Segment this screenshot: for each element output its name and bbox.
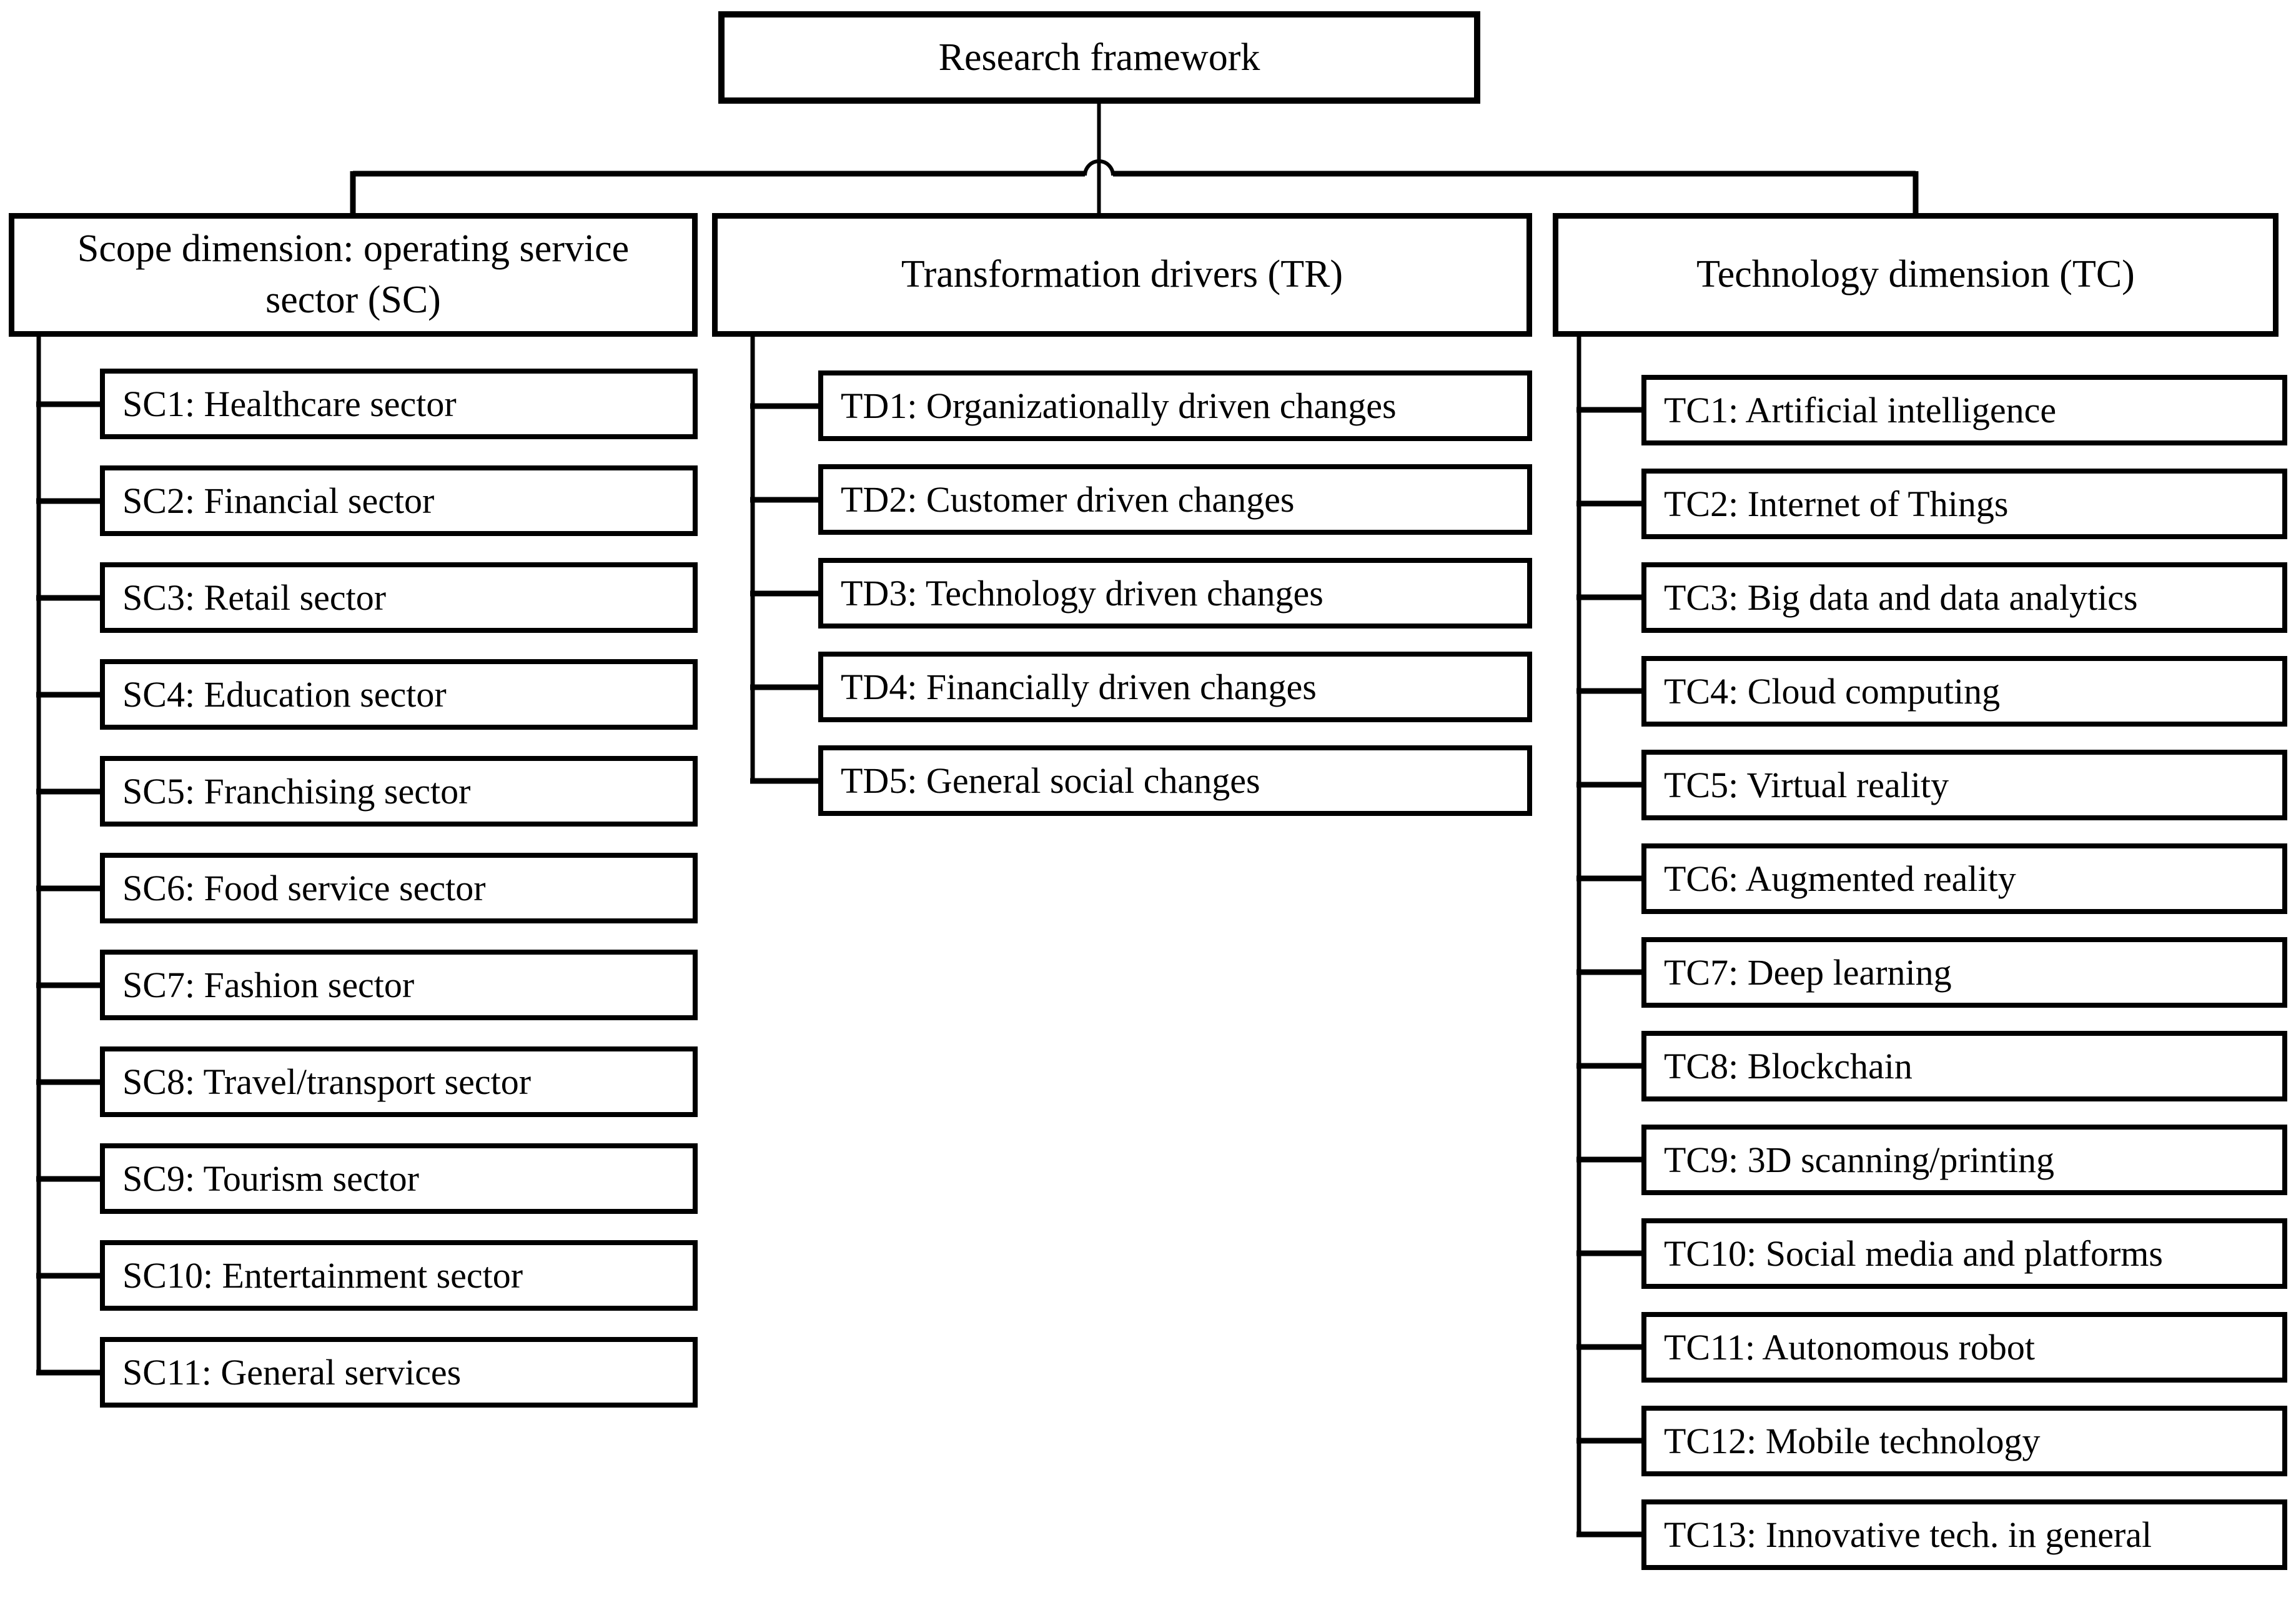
node-sc1: SC1: Healthcare sector [100, 369, 698, 439]
node-tc2: TC2: Internet of Things [1641, 469, 2287, 539]
header-technology-dimension: Technology dimension (TC) [1553, 213, 2279, 337]
header-transformation-label: Transformation drivers (TR) [901, 253, 1343, 296]
node-sc8: SC8: Travel/transport sector [100, 1046, 698, 1117]
node-tc4: TC4: Cloud computing [1641, 656, 2287, 727]
title-node: Research framework [718, 11, 1480, 104]
line-jump-arc [1083, 159, 1115, 176]
node-td5: TD5: General social changes [818, 745, 1532, 816]
node-tc1: TC1: Artificial intelligence [1641, 375, 2287, 445]
node-td3: TD3: Technology driven changes [818, 558, 1532, 629]
node-sc5: SC5: Franchising sector [100, 756, 698, 827]
node-sc3: SC3: Retail sector [100, 562, 698, 633]
node-tc9: TC9: 3D scanning/printing [1641, 1125, 2287, 1195]
sc-column-connectors [36, 334, 104, 1376]
node-sc7: SC7: Fashion sector [100, 950, 698, 1020]
tc-column-connectors [1576, 334, 1645, 1538]
node-td1: TD1: Organizationally driven changes [818, 370, 1532, 441]
node-sc11: SC11: General services [100, 1337, 698, 1408]
node-sc10: SC10: Entertainment sector [100, 1240, 698, 1311]
header-transformation-drivers: Transformation drivers (TR) [712, 213, 1532, 337]
node-sc2: SC2: Financial sector [100, 465, 698, 536]
node-sc6: SC6: Food service sector [100, 853, 698, 923]
tr-column-connectors [750, 334, 822, 784]
node-tc6: TC6: Augmented reality [1641, 843, 2287, 914]
node-tc12: TC12: Mobile technology [1641, 1406, 2287, 1476]
node-tc5: TC5: Virtual reality [1641, 750, 2287, 820]
header-scope-dimension: Scope dimension: operating service secto… [9, 213, 698, 337]
node-tc3: TC3: Big data and data analytics [1641, 562, 2287, 633]
header-scope-label: Scope dimension: operating service secto… [77, 227, 630, 321]
node-td2: TD2: Customer driven changes [818, 464, 1532, 535]
node-tc11: TC11: Autonomous robot [1641, 1312, 2287, 1383]
node-sc4: SC4: Education sector [100, 659, 698, 730]
title-label: Research framework [938, 36, 1260, 79]
root-connector [350, 102, 1919, 217]
node-tc10: TC10: Social media and platforms [1641, 1218, 2287, 1289]
node-tc13: TC13: Innovative tech. in general [1641, 1499, 2287, 1570]
header-technology-label: Technology dimension (TC) [1696, 253, 2135, 296]
node-td4: TD4: Financially driven changes [818, 652, 1532, 722]
node-tc8: TC8: Blockchain [1641, 1031, 2287, 1101]
node-sc9: SC9: Tourism sector [100, 1143, 698, 1214]
node-tc7: TC7: Deep learning [1641, 937, 2287, 1008]
